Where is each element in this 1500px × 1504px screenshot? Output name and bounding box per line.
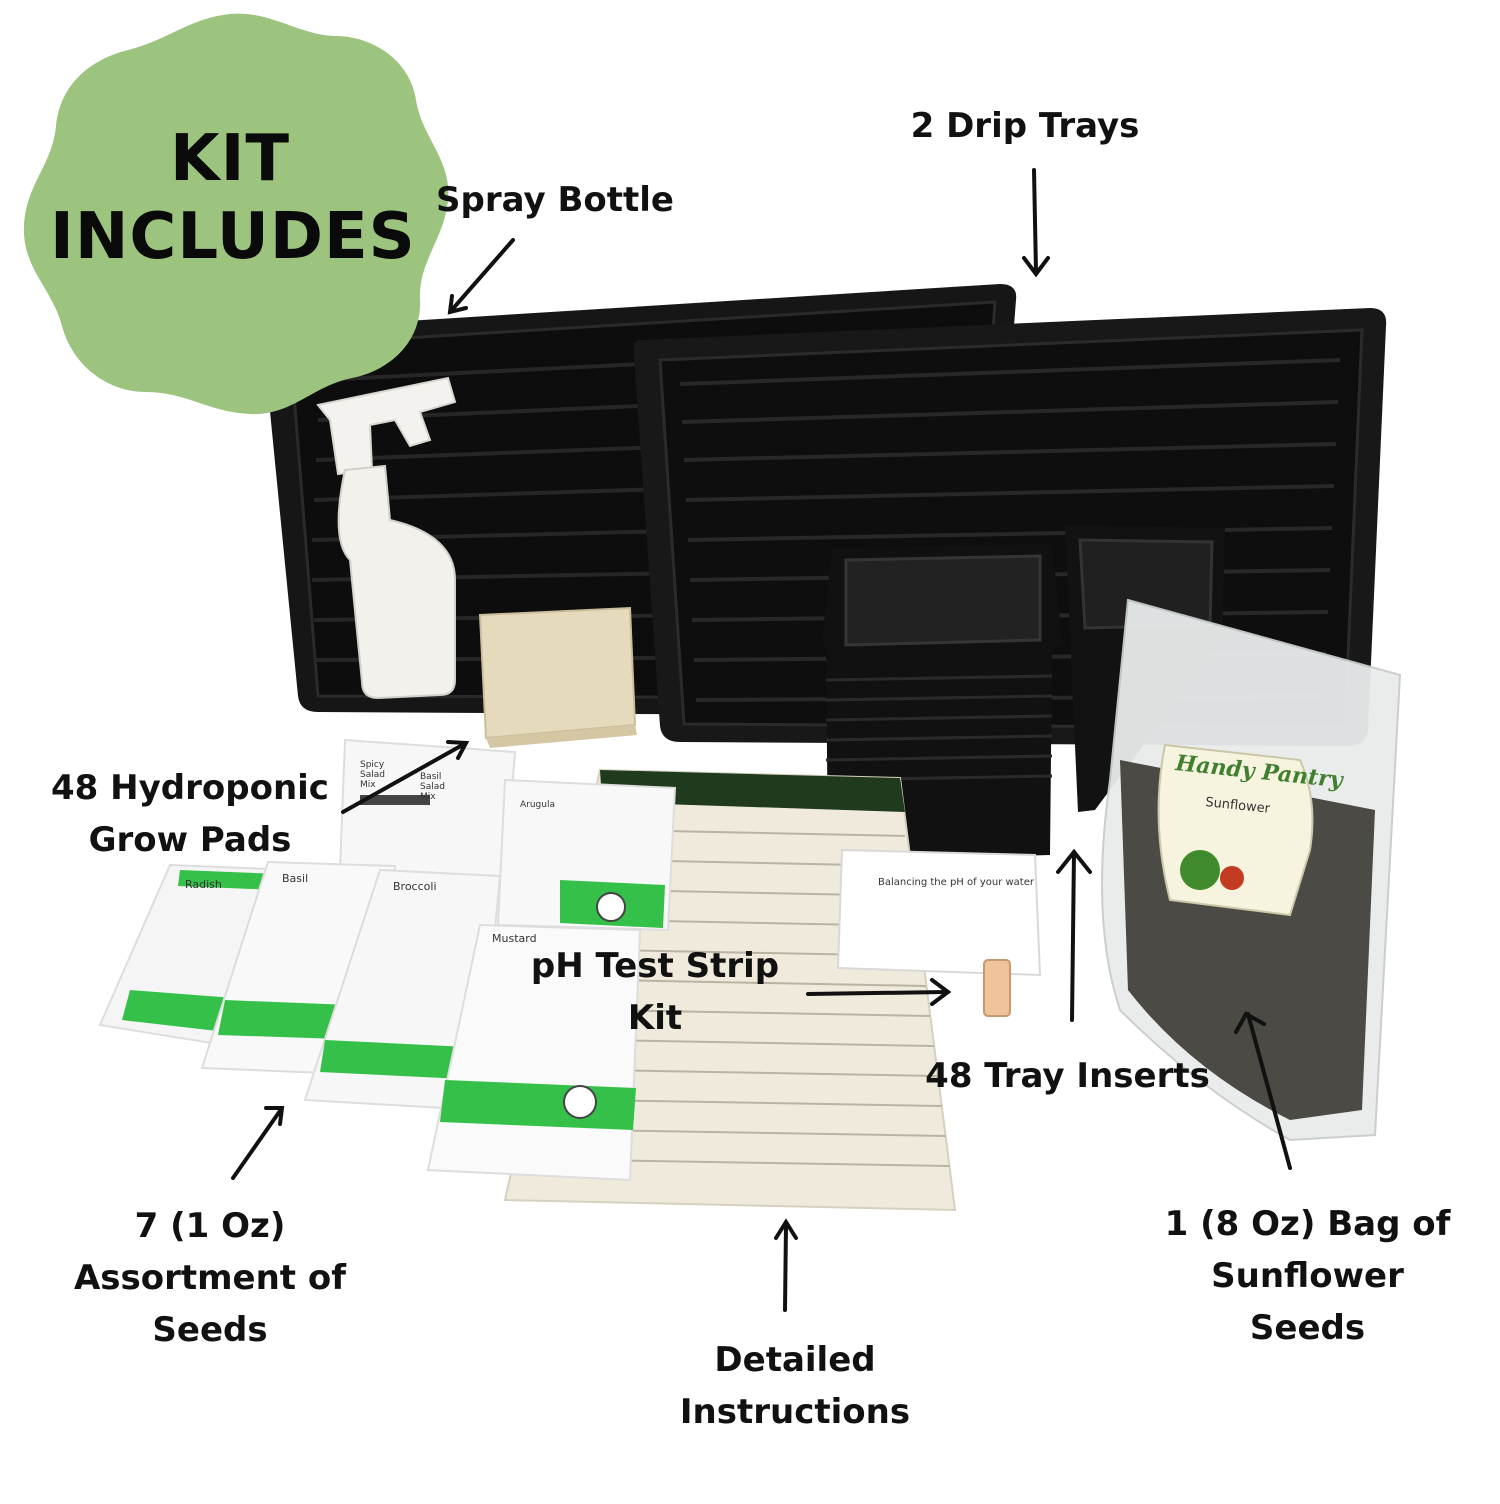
arrow-seeds [231,1106,285,1180]
badge-line-1: KIT [169,122,291,196]
label-grow-pads-line-1: 48 Hydroponic [51,768,329,808]
label-spray-bottle: Spray Bottle [436,180,674,220]
callout-arrows [231,168,1292,1312]
badge-line-2: INCLUDES [50,200,416,274]
label-drip-trays: 2 Drip Trays [910,106,1140,146]
arrow-drip-trays [1022,168,1050,278]
label-seeds: 7 (1 Oz) Assortment of Seeds [55,1200,365,1356]
label-seeds-line-1: 7 (1 Oz) [134,1206,286,1246]
packet-label: Arugula [520,800,555,810]
spray-bottle [316,376,457,700]
bag-variety: Sunflower [1205,795,1272,817]
label-sunflower-line-1: 1 (8 Oz) Bag of [1164,1204,1451,1244]
grow-pads [478,606,637,748]
packet-label: Mustard [492,932,537,945]
packet-label: Spicy Salad Mix [360,760,385,790]
arrow-tray-inserts [1056,848,1092,1022]
card-heading: Balancing the pH of your water [878,877,1035,888]
kit-includes-badge: KIT INCLUDES [0,0,460,430]
packet-label: Basil Salad Mix [420,772,445,802]
label-instructions-line-1: Detailed [714,1340,876,1380]
packet-label: Broccoli [393,880,437,893]
label-instructions: Detailed Instructions [660,1334,930,1438]
packet-label: Basil [282,872,309,885]
label-sunflower-line-2: Sunflower [1211,1256,1404,1296]
sunflower-seed-bag: Handy Pantry Sunflower [1101,598,1402,1142]
ph-strip-vial [983,959,1011,1017]
label-tray-inserts: 48 Tray Inserts [925,1056,1210,1096]
arrow-grow-pads [341,740,470,814]
label-ph-kit: pH Test Strip Kit [520,940,790,1044]
arrow-spray-bottle [447,238,515,315]
seed-packet [426,923,642,1182]
label-seeds-line-2: Assortment of [73,1258,347,1298]
badge-title: KIT INCLUDES [50,120,416,276]
label-ph-kit-line-2: Kit [627,998,683,1038]
label-ph-kit-line-1: pH Test Strip [530,946,780,986]
label-grow-pads-line-2: Grow Pads [88,820,292,860]
label-grow-pads: 48 Hydroponic Grow Pads [45,762,335,866]
arrow-instructions [774,1218,798,1312]
arrow-sunflower [1234,1011,1292,1170]
seed-packets [98,738,677,1182]
label-sunflower-line-3: Seeds [1249,1308,1366,1348]
label-seeds-line-3: Seeds [152,1310,268,1350]
seed-packet [303,868,502,1112]
arrow-ph-kit [806,978,952,1006]
label-instructions-line-2: Instructions [679,1392,911,1432]
packet-label: Radish [185,878,222,891]
label-sunflower-bag: 1 (8 Oz) Bag of Sunflower Seeds [1160,1198,1455,1354]
seed-packet [496,778,677,932]
badge-shape [23,13,449,415]
ph-info-card: Balancing the pH of your water [836,848,1042,1017]
